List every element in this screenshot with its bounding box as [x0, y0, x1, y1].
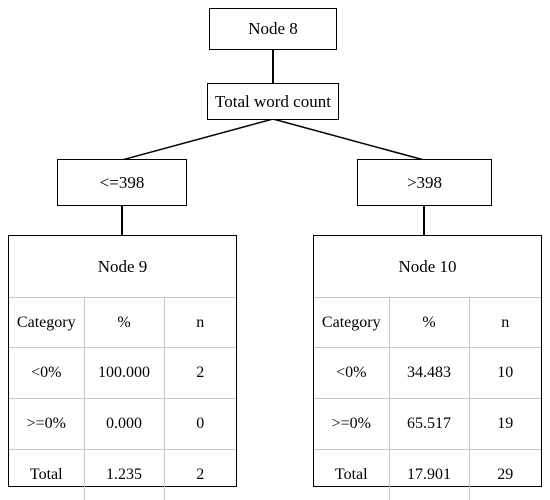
cell-category: <0% — [9, 348, 84, 399]
cell-n: 29 — [469, 450, 541, 500]
branch-left-label: <=398 — [100, 173, 145, 193]
cell-category: Total — [314, 450, 389, 500]
cell-category: >=0% — [9, 399, 84, 450]
connector-split-to-left — [122, 119, 273, 160]
header-n: n — [469, 298, 541, 348]
table-row: Total 17.901 29 — [314, 450, 541, 500]
node-10-title: Node 10 — [314, 236, 541, 298]
cell-percent: 1.235 — [84, 450, 164, 500]
node-10-table: Category % n <0% 34.483 10 >=0% 65.517 1… — [314, 298, 541, 500]
cell-category: <0% — [314, 348, 389, 399]
branch-left-box: <=398 — [57, 159, 187, 206]
root-node-label: Node 8 — [248, 19, 298, 39]
cell-percent: 65.517 — [389, 399, 469, 450]
table-header-row: Category % n — [314, 298, 541, 348]
table-row: <0% 34.483 10 — [314, 348, 541, 399]
branch-right-label: >398 — [407, 173, 442, 193]
table-row: Total 1.235 2 — [9, 450, 236, 500]
header-percent: % — [84, 298, 164, 348]
cell-category: Total — [9, 450, 84, 500]
node-10-panel: Node 10 Category % n <0% 34.483 10 >=0% … — [313, 235, 542, 487]
cell-percent: 100.000 — [84, 348, 164, 399]
cell-n: 19 — [469, 399, 541, 450]
cell-n: 2 — [164, 450, 236, 500]
split-variable-box: Total word count — [207, 83, 339, 120]
node-9-table: Category % n <0% 100.000 2 >=0% 0.000 0 … — [9, 298, 236, 500]
root-node-box: Node 8 — [209, 8, 337, 50]
cell-category: >=0% — [314, 399, 389, 450]
cell-n: 2 — [164, 348, 236, 399]
node-9-panel: Node 9 Category % n <0% 100.000 2 >=0% 0… — [8, 235, 237, 487]
connector-split-to-right — [273, 119, 424, 160]
cell-percent: 34.483 — [389, 348, 469, 399]
cell-n: 0 — [164, 399, 236, 450]
table-row: >=0% 0.000 0 — [9, 399, 236, 450]
cell-percent: 0.000 — [84, 399, 164, 450]
header-percent: % — [389, 298, 469, 348]
branch-right-box: >398 — [357, 159, 492, 206]
cell-n: 10 — [469, 348, 541, 399]
header-n: n — [164, 298, 236, 348]
node-9-title: Node 9 — [9, 236, 236, 298]
cell-percent: 17.901 — [389, 450, 469, 500]
table-row: <0% 100.000 2 — [9, 348, 236, 399]
table-row: >=0% 65.517 19 — [314, 399, 541, 450]
split-variable-label: Total word count — [215, 92, 331, 112]
table-header-row: Category % n — [9, 298, 236, 348]
header-category: Category — [314, 298, 389, 348]
header-category: Category — [9, 298, 84, 348]
